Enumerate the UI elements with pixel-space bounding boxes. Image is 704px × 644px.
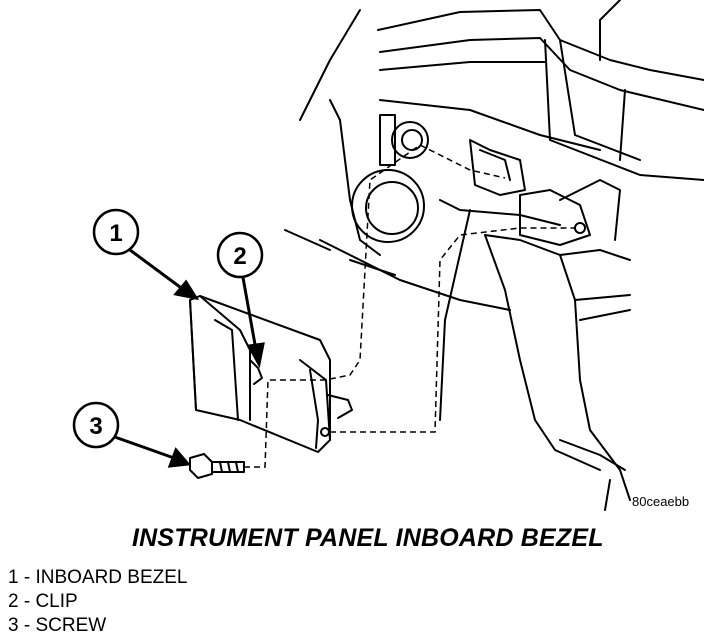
figure-title: INSTRUMENT PANEL INBOARD BEZEL [132, 524, 604, 552]
alignment-lines [244, 144, 575, 468]
legend-item: 2 - CLIP [8, 591, 78, 612]
callout-1: 1 [92, 208, 140, 256]
parts-legend: 1 - INBOARD BEZEL 2 - CLIP 3 - SCREW [8, 566, 188, 638]
callout-1-label: 1 [109, 220, 122, 247]
screw-part [189, 453, 245, 479]
callout-2: 2 [216, 231, 264, 279]
dashboard-structure [284, 0, 704, 421]
figure-code: 80ceaebb [632, 494, 689, 509]
ignition-openings [351, 114, 429, 243]
callout-2-label: 2 [233, 243, 246, 270]
leader-arrows [111, 248, 265, 468]
legend-item: 3 - SCREW [8, 615, 107, 636]
inboard-bezel-part [189, 295, 353, 453]
callout-3-label: 3 [89, 413, 102, 440]
side-panel [484, 234, 631, 511]
exploded-view-drawing: 1 2 3 80ceaebb [72, 0, 704, 511]
switch-bracket [469, 139, 621, 246]
legend-item: 1 - INBOARD BEZEL [8, 567, 188, 588]
callout-3: 3 [72, 401, 120, 449]
